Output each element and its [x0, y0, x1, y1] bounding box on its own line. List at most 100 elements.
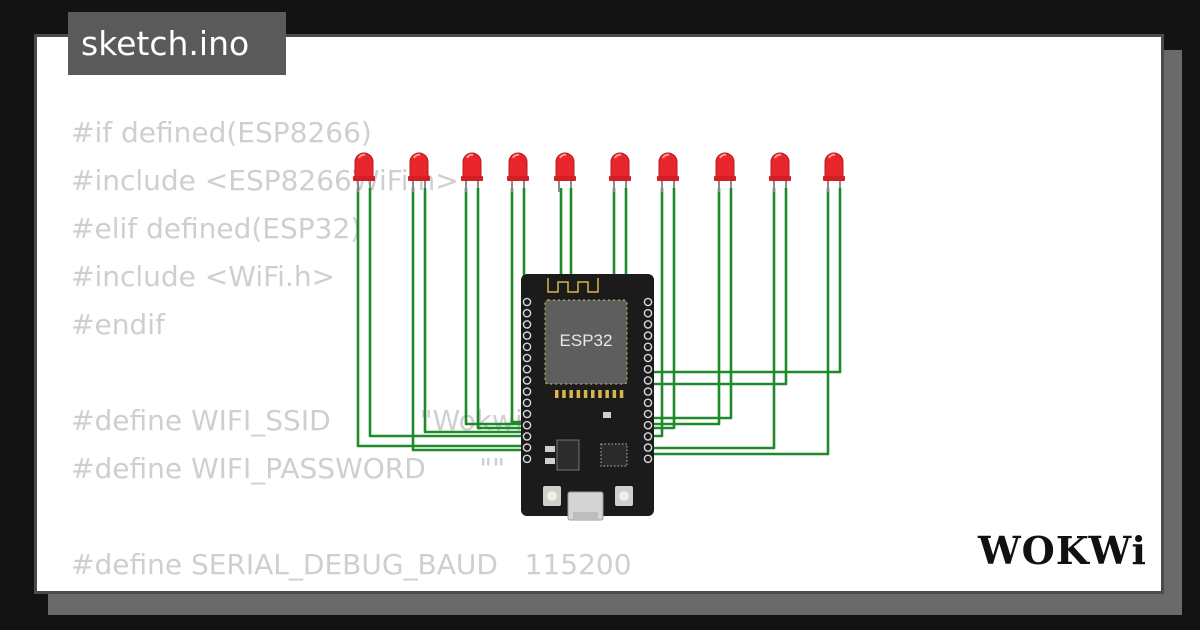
esp32-module [545, 300, 627, 384]
boot-button-cap [619, 491, 629, 501]
led-rim [507, 176, 529, 181]
led[interactable] [353, 152, 375, 192]
header-pin[interactable] [522, 376, 532, 385]
led[interactable] [769, 152, 791, 192]
module-pad [591, 390, 595, 398]
led-highlight [774, 153, 782, 159]
header-pin[interactable] [643, 387, 653, 396]
led-body [824, 152, 844, 181]
led-rim [714, 176, 736, 181]
header-pin[interactable] [522, 409, 532, 419]
header-pin[interactable] [643, 353, 653, 363]
led[interactable] [714, 152, 736, 192]
header-pin[interactable] [643, 443, 653, 452]
wire[interactable] [411, 188, 529, 452]
module-pad [583, 390, 588, 398]
header-pin[interactable] [643, 432, 653, 441]
led-body [658, 152, 678, 181]
led[interactable] [408, 152, 430, 192]
code-line: #define SERIAL_DEBUG_BAUD 115200 [71, 548, 632, 581]
header-pin[interactable] [643, 320, 653, 329]
header-pin[interactable] [643, 454, 653, 464]
module-pad [598, 390, 602, 398]
header-pin[interactable] [643, 409, 653, 419]
header-pin[interactable] [522, 320, 532, 329]
header-pin[interactable] [643, 342, 653, 352]
wire[interactable] [356, 188, 529, 448]
header-pin[interactable] [522, 443, 532, 452]
led-rim [554, 176, 576, 181]
header-pin[interactable] [522, 364, 532, 374]
wire[interactable] [646, 188, 842, 381]
en-button-cap [547, 491, 557, 501]
led[interactable] [507, 152, 529, 192]
file-tab-label: sketch.ino [81, 24, 250, 63]
led-rim [657, 176, 679, 181]
header-pin[interactable] [643, 398, 653, 408]
wire[interactable] [476, 188, 529, 430]
wire[interactable] [646, 188, 776, 450]
header-pin[interactable] [522, 297, 532, 307]
wire[interactable] [464, 188, 529, 426]
led-rim [769, 176, 791, 181]
smd-component [603, 412, 611, 418]
wire[interactable] [646, 188, 721, 426]
led[interactable] [657, 152, 679, 192]
code-line: #endif [71, 308, 165, 341]
header-pin[interactable] [643, 376, 653, 385]
led-highlight [614, 153, 622, 159]
header-pin[interactable] [643, 420, 653, 430]
code-line: #if defined(ESP8266) [71, 116, 372, 149]
led-rim [353, 176, 375, 181]
file-tab[interactable]: sketch.ino [68, 12, 286, 75]
module-pad [555, 390, 559, 398]
led[interactable] [554, 152, 576, 192]
header-pin[interactable] [522, 432, 532, 441]
module-pad [619, 390, 624, 398]
led-highlight [466, 153, 474, 159]
module-pad [576, 390, 581, 398]
led-highlight [828, 153, 836, 159]
esp32-board[interactable]: ESP32 [521, 274, 654, 521]
usb-port-opening [573, 512, 598, 520]
header-pin[interactable] [522, 353, 532, 363]
led-highlight [662, 153, 670, 159]
header-pin[interactable] [643, 308, 653, 318]
wokwi-logo: WOKWi [977, 528, 1146, 573]
module-label: ESP32 [560, 331, 613, 350]
led-highlight [559, 153, 567, 159]
led-highlight [512, 153, 520, 159]
led-rim [823, 176, 845, 181]
pin-header-left [522, 297, 532, 464]
wire[interactable] [368, 188, 529, 438]
code-preview: #if defined(ESP8266)#include <ESP8266WiF… [71, 109, 641, 589]
module-pad [605, 390, 609, 398]
led[interactable] [609, 152, 631, 192]
led-highlight [719, 153, 727, 159]
led-body [610, 152, 630, 181]
led-body [354, 152, 374, 181]
module-pad [569, 390, 573, 398]
wire[interactable] [646, 188, 788, 392]
led[interactable] [823, 152, 845, 192]
usb-serial-chip [600, 443, 628, 467]
led-rim [609, 176, 631, 181]
regulator-pin [545, 458, 555, 464]
header-pin[interactable] [522, 420, 532, 430]
header-pin[interactable] [522, 342, 532, 352]
led-body [715, 152, 735, 181]
header-pin[interactable] [522, 454, 532, 464]
header-pin[interactable] [522, 387, 532, 396]
led[interactable] [461, 152, 483, 192]
led-body [770, 152, 790, 181]
header-pin[interactable] [643, 364, 653, 374]
header-pin[interactable] [643, 297, 653, 307]
header-pin[interactable] [643, 331, 653, 340]
led-rim [408, 176, 430, 181]
module-pad-row [555, 390, 624, 398]
led-highlight [413, 153, 421, 159]
header-pin[interactable] [522, 398, 532, 408]
header-pin[interactable] [522, 308, 532, 318]
header-pin[interactable] [522, 331, 532, 340]
